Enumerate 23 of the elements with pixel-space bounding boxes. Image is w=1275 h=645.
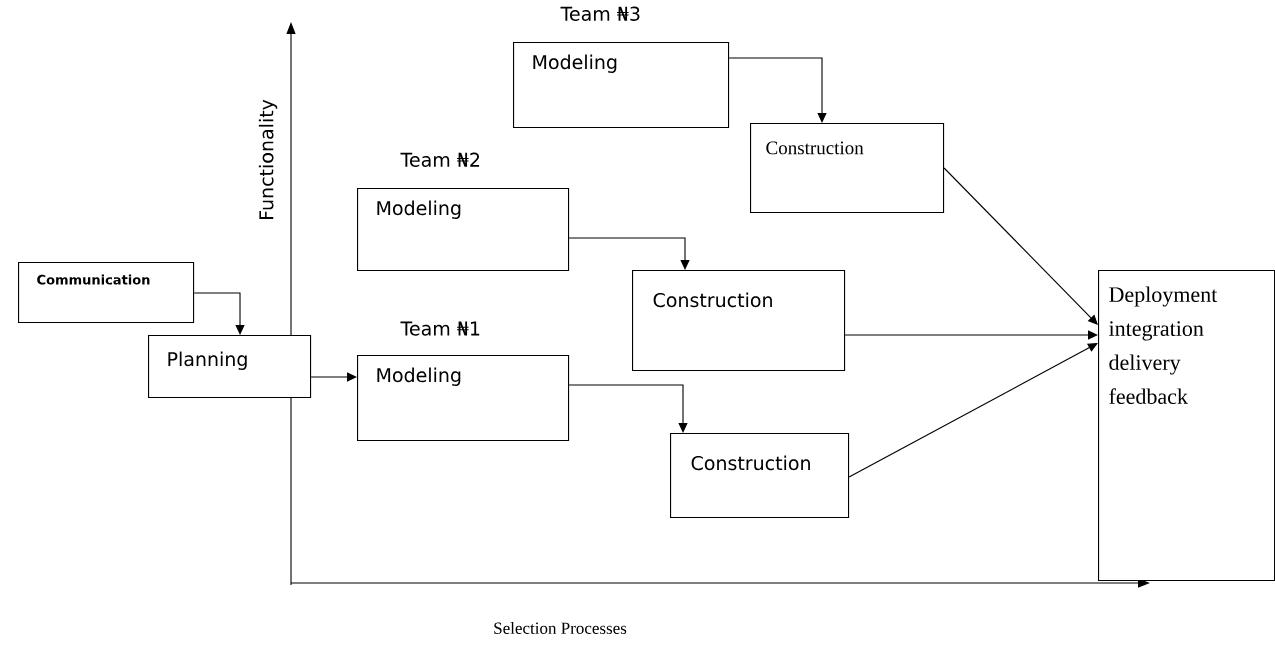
team-heading: Team ₦2 <box>400 152 480 167</box>
process-box: Construction <box>670 433 850 519</box>
arrow <box>848 343 1098 478</box>
process-box: Construction <box>632 270 846 372</box>
team-heading: Team ₦3 <box>560 6 640 21</box>
node-label: Deployment integration delivery feedback <box>1109 286 1218 405</box>
axis-label: Functionality <box>258 99 278 219</box>
process-box: Modeling <box>357 355 570 442</box>
arrow <box>568 384 688 433</box>
process-box: Modeling <box>513 42 730 129</box>
arrow <box>568 237 690 270</box>
process-box: Construction <box>750 123 945 214</box>
arrow <box>310 372 357 382</box>
arrow <box>193 292 245 335</box>
arrow <box>943 167 1098 325</box>
process-box: Planning <box>148 335 312 399</box>
process-box: Modeling <box>357 188 570 272</box>
axis-label: Selection Processes <box>494 622 627 634</box>
process-box: Deployment integration delivery feedback <box>1098 270 1275 582</box>
team-heading: Team ₦1 <box>400 321 480 336</box>
arrow <box>844 330 1098 340</box>
process-box: Communication <box>18 262 195 324</box>
arrow <box>728 57 827 123</box>
